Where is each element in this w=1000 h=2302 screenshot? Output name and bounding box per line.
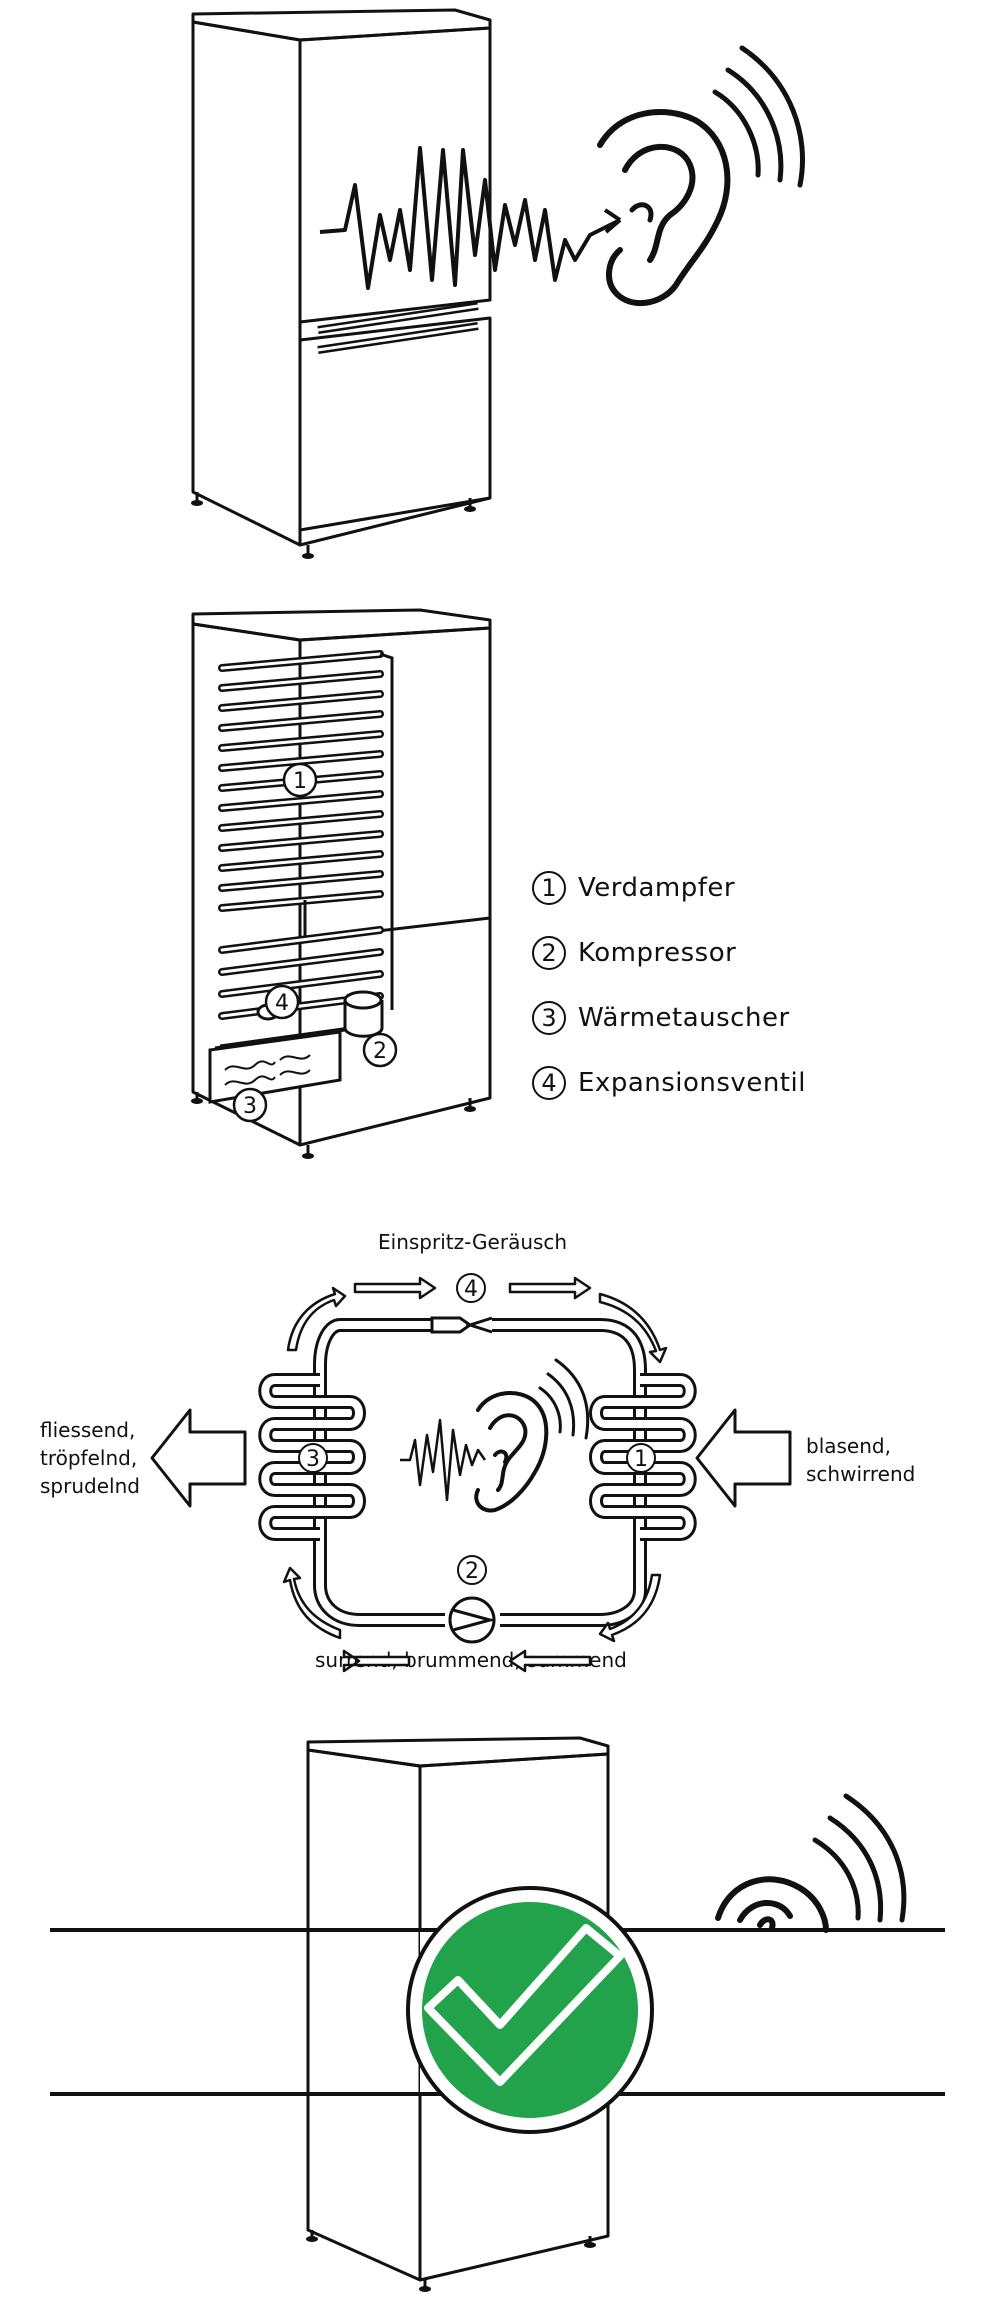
legend-number: 1 <box>532 871 566 905</box>
fridge-feet <box>191 500 476 559</box>
legend-item-compressor: 2 Kompressor <box>532 933 736 973</box>
cycle-right-label: blasend, schwirrend <box>806 1432 915 1488</box>
right-label-line: schwirrend <box>806 1462 916 1486</box>
arrow-icon <box>603 208 622 234</box>
evaporator-coil-inner <box>220 652 382 910</box>
left-label-line: fliessend, <box>40 1418 136 1442</box>
cycle-markers <box>298 1273 656 1585</box>
cycle-marker-4: 4 <box>464 1277 478 1302</box>
cycle-left-label: fliessend, tröpfelnd, sprudelnd <box>40 1416 140 1500</box>
sound-arcs-icon <box>538 1358 590 1440</box>
panel-fridge-components: 1 2 3 4 1 Verdampfer 2 Kompressor 3 Wärm… <box>0 600 1000 1180</box>
fridge-outline <box>191 8 492 555</box>
compressor <box>343 990 384 1038</box>
component-markers <box>232 762 398 1123</box>
legend-item-expansion-valve: 4 Expansionsventil <box>532 1063 806 1103</box>
sound-arcs-icon <box>712 45 805 188</box>
cycle-marker-2: 2 <box>465 1559 479 1584</box>
left-label-line: tröpfelnd, <box>40 1446 138 1470</box>
legend-label: Kompressor <box>578 938 737 968</box>
panel-fridge-noise <box>0 0 1000 580</box>
check-badge <box>406 1886 654 2134</box>
legend-number: 3 <box>532 1001 566 1035</box>
panel-cycle-noises: Einspritz-Geräusch fliessend, tröpfelnd,… <box>0 1210 1000 1690</box>
fridge-back-feet <box>191 1098 476 1159</box>
compressor-symbol <box>448 1596 496 1644</box>
legend-label: Expansionsventil <box>578 1068 806 1098</box>
legend-item-heat-exchanger: 3 Wärmetauscher <box>532 998 790 1038</box>
right-label-line: blasend, <box>806 1434 891 1458</box>
legend-item-evaporator: 1 Verdampfer <box>532 868 735 908</box>
sound-arcs-icon <box>812 1793 907 1923</box>
legend-number: 2 <box>532 936 566 970</box>
ear-icon <box>715 1876 829 1933</box>
ear-icon <box>474 1390 549 1513</box>
marker-1-label: 1 <box>293 769 307 794</box>
check-ok-illustration <box>50 1736 945 2292</box>
ear-icon <box>597 109 731 307</box>
marker-2-label: 2 <box>373 1039 387 1064</box>
fridge-back-illustration: 1 2 3 4 <box>191 608 492 1159</box>
marker-4-label: 4 <box>275 991 289 1016</box>
right-big-arrow <box>695 1408 792 1508</box>
legend-number: 4 <box>532 1066 566 1100</box>
sound-wave-icon <box>319 146 621 290</box>
heat-exchanger <box>208 1026 351 1104</box>
check-icon <box>424 1924 624 2086</box>
left-big-arrow <box>150 1408 247 1508</box>
fridge-noise-illustration <box>191 8 805 559</box>
flow-arrows <box>282 1276 668 1673</box>
fridge-single-feet <box>306 2236 596 2292</box>
panel-check-ok <box>0 1720 1000 2302</box>
expansion-valve-symbol <box>430 1316 493 1334</box>
legend-label: Verdampfer <box>578 873 736 903</box>
sound-wave-icon <box>400 1418 487 1502</box>
cycle-marker-1: 1 <box>634 1447 648 1472</box>
marker-3-label: 3 <box>243 1094 257 1119</box>
refrigeration-cycle-diagram: 4 2 3 1 <box>150 1273 792 1673</box>
left-label-line: sprudelnd <box>40 1474 140 1498</box>
legend-label: Wärmetauscher <box>578 1003 790 1033</box>
cycle-top-label: Einspritz-Geräusch <box>378 1230 568 1254</box>
cycle-marker-3: 3 <box>306 1447 320 1472</box>
